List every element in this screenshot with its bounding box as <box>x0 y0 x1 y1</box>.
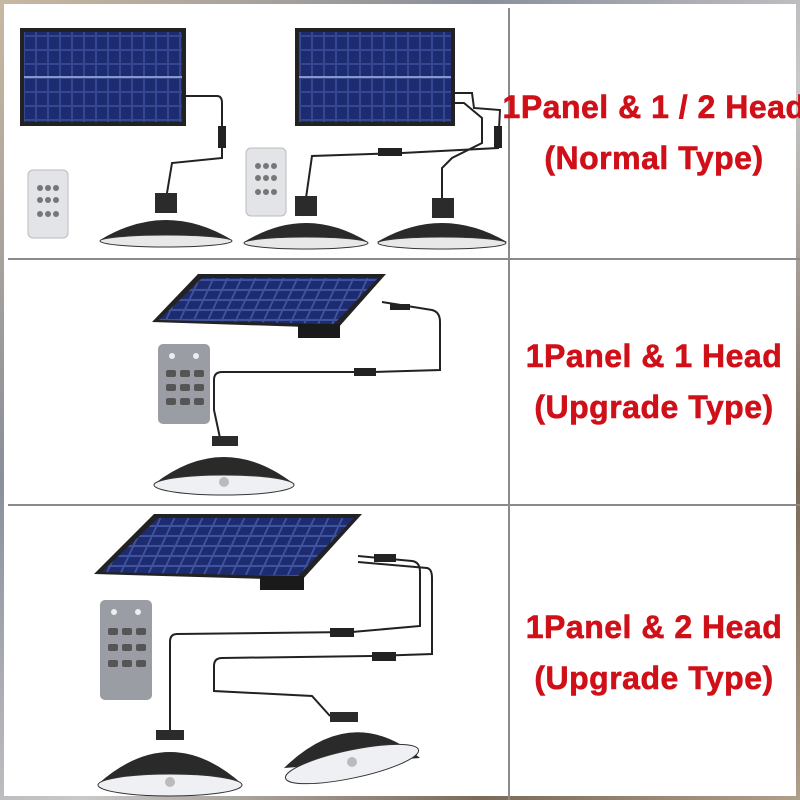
product-image-upgrade-one <box>12 260 510 504</box>
option-label-upgrade-one: 1Panel & 1 Head (Upgrade Type) <box>508 260 800 504</box>
cable-connector-icon <box>218 126 226 148</box>
option-title: 1Panel & 1 / 2 Head <box>502 88 800 126</box>
option-label-normal: 1Panel & 1 / 2 Head (Normal Type) <box>502 8 800 258</box>
cable-connector-icon <box>378 148 402 156</box>
solar-panel-icon <box>20 28 186 126</box>
solar-panel-icon <box>152 274 386 338</box>
solar-light-upgrade-two-illustration <box>94 514 433 797</box>
pendant-lamp-icon <box>284 712 420 785</box>
option-row-upgrade-two: 1Panel & 2 Head (Upgrade Type) <box>8 506 800 800</box>
solar-light-normal-illustration <box>20 28 507 250</box>
cable-connector-icon <box>374 554 396 562</box>
cable-connector-icon <box>494 126 502 148</box>
solar-light-upgrade-one-illustration <box>152 274 441 496</box>
cable-connector-icon <box>354 368 376 376</box>
option-type: (Upgrade Type) <box>534 389 774 426</box>
option-label-upgrade-two: 1Panel & 2 Head (Upgrade Type) <box>508 506 800 800</box>
remote-control-icon <box>245 147 287 217</box>
pendant-lamp-icon <box>243 196 369 250</box>
solar-panel-icon <box>295 28 455 126</box>
solar-panel-icon <box>94 514 362 590</box>
remote-control-icon <box>27 169 69 239</box>
option-row-upgrade-one: 1Panel & 1 Head (Upgrade Type) <box>8 260 800 506</box>
option-title: 1Panel & 1 Head <box>525 337 783 375</box>
option-title: 1Panel & 2 Head <box>525 608 783 646</box>
pendant-lamp-icon <box>97 730 243 797</box>
pendant-lamp-icon <box>377 198 507 250</box>
remote-control-icon <box>100 600 152 700</box>
option-row-normal: 1Panel & 1 / 2 Head (Normal Type) <box>8 8 800 260</box>
cable-connector-icon <box>372 652 396 661</box>
option-type: (Upgrade Type) <box>534 660 774 697</box>
option-type: (Normal Type) <box>544 140 764 177</box>
remote-control-icon <box>158 344 210 424</box>
product-image-upgrade-two <box>12 506 510 800</box>
product-image-normal <box>12 8 510 258</box>
cable-connector-icon <box>330 628 354 637</box>
pendant-lamp-icon <box>99 193 233 248</box>
cable-connector-icon <box>390 304 410 310</box>
pendant-lamp-icon <box>153 436 295 496</box>
